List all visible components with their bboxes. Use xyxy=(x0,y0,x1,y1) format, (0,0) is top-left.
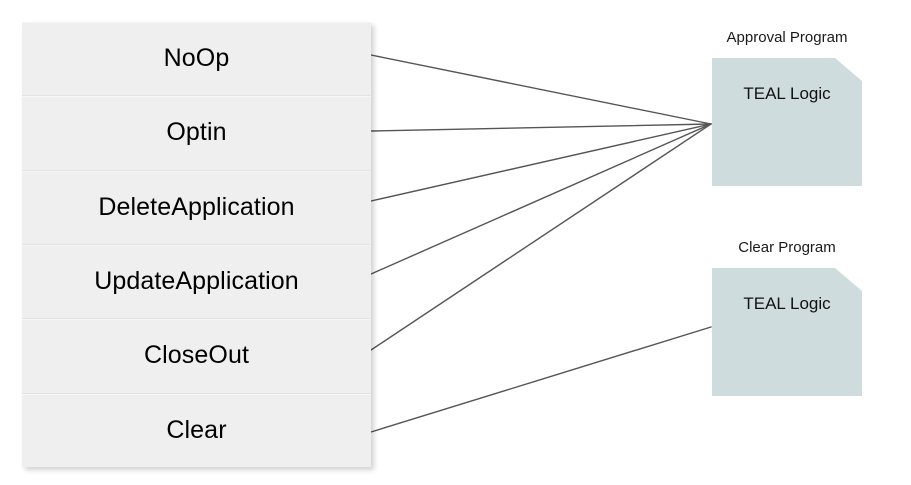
connector-line xyxy=(370,123,712,202)
list-item-label: Optin xyxy=(166,118,227,147)
list-item-optin[interactable]: Optin xyxy=(22,96,371,171)
connector-line xyxy=(370,54,712,125)
list-item-clear[interactable]: Clear xyxy=(22,393,371,467)
connector-line xyxy=(370,123,712,132)
connector-line xyxy=(370,123,712,275)
approval-program-box[interactable] xyxy=(712,58,862,186)
list-item-updateapplication[interactable]: UpdateApplication xyxy=(22,244,371,320)
list-item-label: NoOp xyxy=(163,44,230,73)
list-item-label: CloseOut xyxy=(143,341,249,370)
connector-line xyxy=(370,123,712,351)
list-item-noop[interactable]: NoOp xyxy=(22,22,371,97)
clear-program-box[interactable] xyxy=(712,268,862,396)
list-item-label: DeleteApplication xyxy=(98,192,295,221)
connector-line xyxy=(370,326,712,433)
approval-program-title: Approval Program xyxy=(726,29,848,46)
list-item-deleteapplication[interactable]: DeleteApplication xyxy=(22,170,371,245)
clear-program-title: Clear Program xyxy=(738,239,836,256)
oncomplete-list-panel: NoOp Optin DeleteApplication UpdateAppli… xyxy=(22,22,371,467)
list-item-label: Clear xyxy=(166,415,227,444)
list-item-label: UpdateApplication xyxy=(94,267,299,296)
list-item-closeout[interactable]: CloseOut xyxy=(22,319,371,394)
